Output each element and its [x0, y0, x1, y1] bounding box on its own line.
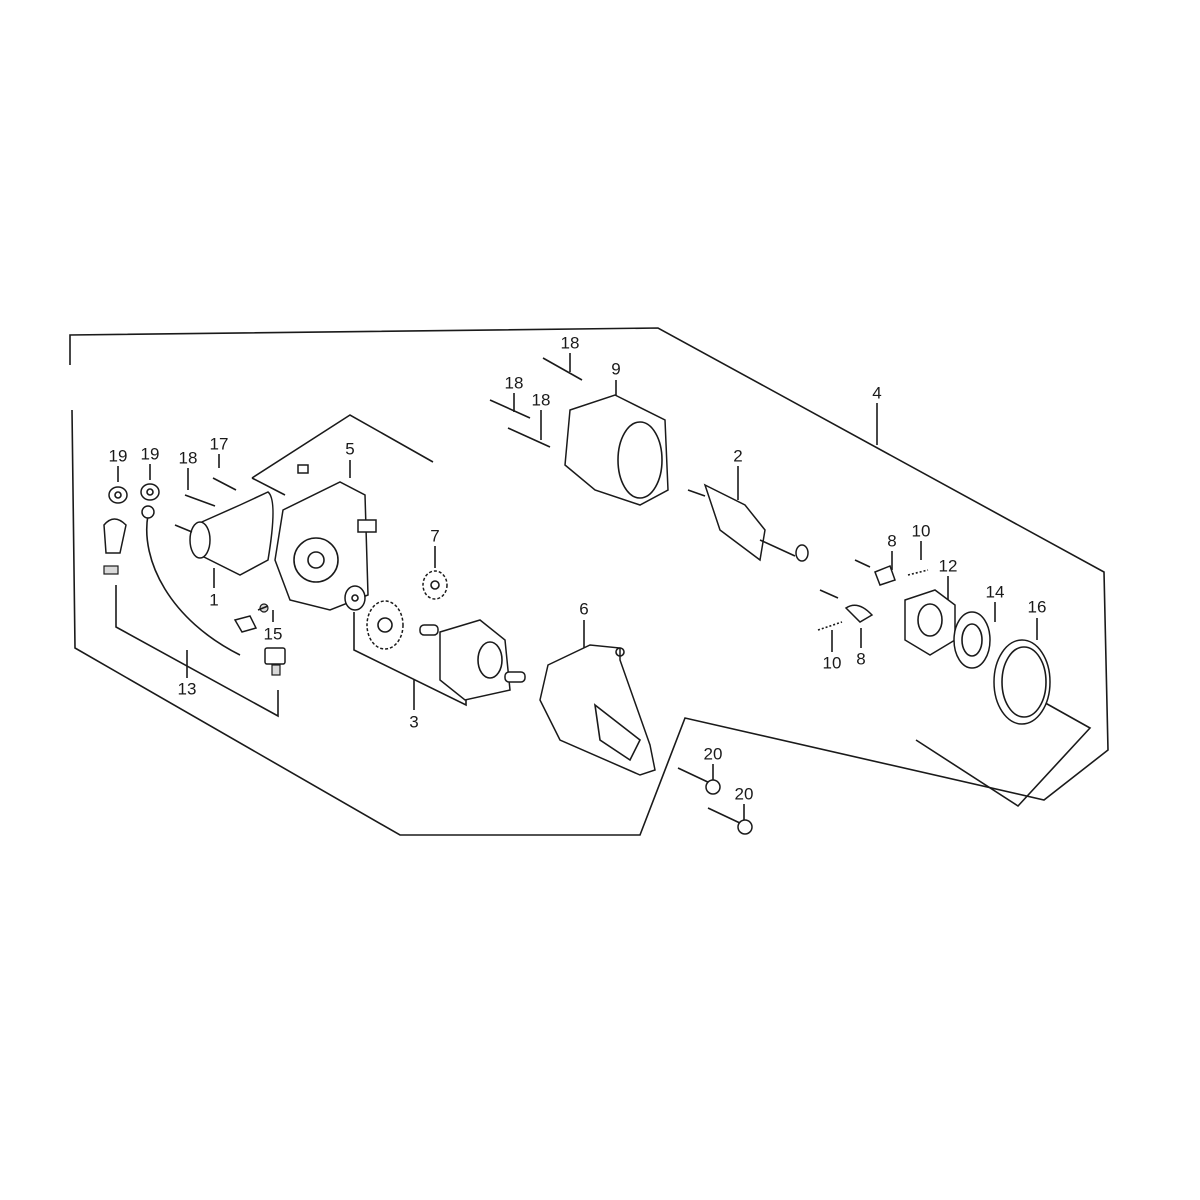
- part-13-cable: [141, 505, 241, 656]
- callout-2: 2: [733, 446, 743, 466]
- part-6-drive-housing: [539, 644, 656, 776]
- part-3-washer: [344, 585, 366, 611]
- bracket-5-tail: [251, 477, 286, 496]
- bracket-13: [115, 585, 279, 718]
- part-18-bolt-left: [184, 494, 216, 507]
- callout-15: 15: [263, 624, 283, 644]
- part-12-brush-holder-plate: [904, 589, 956, 656]
- part-1-solenoid: [174, 491, 274, 576]
- callout-17: 17: [209, 434, 229, 454]
- bracket-5: [251, 414, 434, 479]
- callout-10b: 10: [822, 653, 842, 673]
- part-13-terminal-boot: [103, 518, 127, 575]
- part-3-large-gear: [366, 600, 404, 650]
- callout-4: 4: [872, 383, 882, 403]
- callout-14: 14: [985, 582, 1005, 602]
- part-16-o-ring: [993, 639, 1051, 725]
- callout-7: 7: [430, 526, 440, 546]
- callout-18d: 18: [531, 390, 551, 410]
- part-19-nut-b: [140, 483, 160, 501]
- part-14-insulator-plate: [953, 611, 991, 669]
- part-9-yoke: [564, 394, 669, 506]
- part-17-screw: [212, 477, 237, 491]
- part-19-nut-a: [108, 486, 128, 504]
- part-20-bolt-b: [707, 807, 753, 835]
- part-10-springs: [817, 569, 929, 631]
- bracket-rear: [915, 699, 1092, 808]
- part-3-overrunning-clutch: [419, 619, 526, 701]
- callout-18c: 18: [504, 373, 524, 393]
- callout-20b: 20: [734, 784, 754, 804]
- part-8-brush-holders: [819, 559, 896, 623]
- leader-lines: [117, 353, 1038, 826]
- callout-19a: 19: [108, 446, 128, 466]
- callout-10a: 10: [911, 521, 931, 541]
- callout-20a: 20: [703, 744, 723, 764]
- part-15-screw: [257, 603, 269, 613]
- callout-19b: 19: [140, 444, 160, 464]
- callout-3: 3: [409, 712, 419, 732]
- outer-assembly-boundary: [69, 327, 1109, 836]
- callout-6: 6: [579, 599, 589, 619]
- callout-8a: 8: [887, 531, 897, 551]
- callout-12: 12: [938, 556, 958, 576]
- part-20-bolt-a: [677, 767, 721, 795]
- part-7-small-gear: [422, 570, 448, 600]
- part-18-bolts-top: [489, 357, 583, 448]
- callout-18b: 18: [560, 333, 580, 353]
- part-13-ground-terminal: [233, 615, 258, 633]
- callout-5: 5: [345, 439, 355, 459]
- callout-1: 1: [209, 590, 219, 610]
- callout-18a: 18: [178, 448, 198, 468]
- callout-8b: 8: [856, 649, 866, 669]
- part-2-armature: [687, 483, 809, 562]
- callout-9: 9: [611, 359, 621, 379]
- part-13-connector: [264, 647, 286, 676]
- callout-13: 13: [177, 679, 197, 699]
- callout-16: 16: [1027, 597, 1047, 617]
